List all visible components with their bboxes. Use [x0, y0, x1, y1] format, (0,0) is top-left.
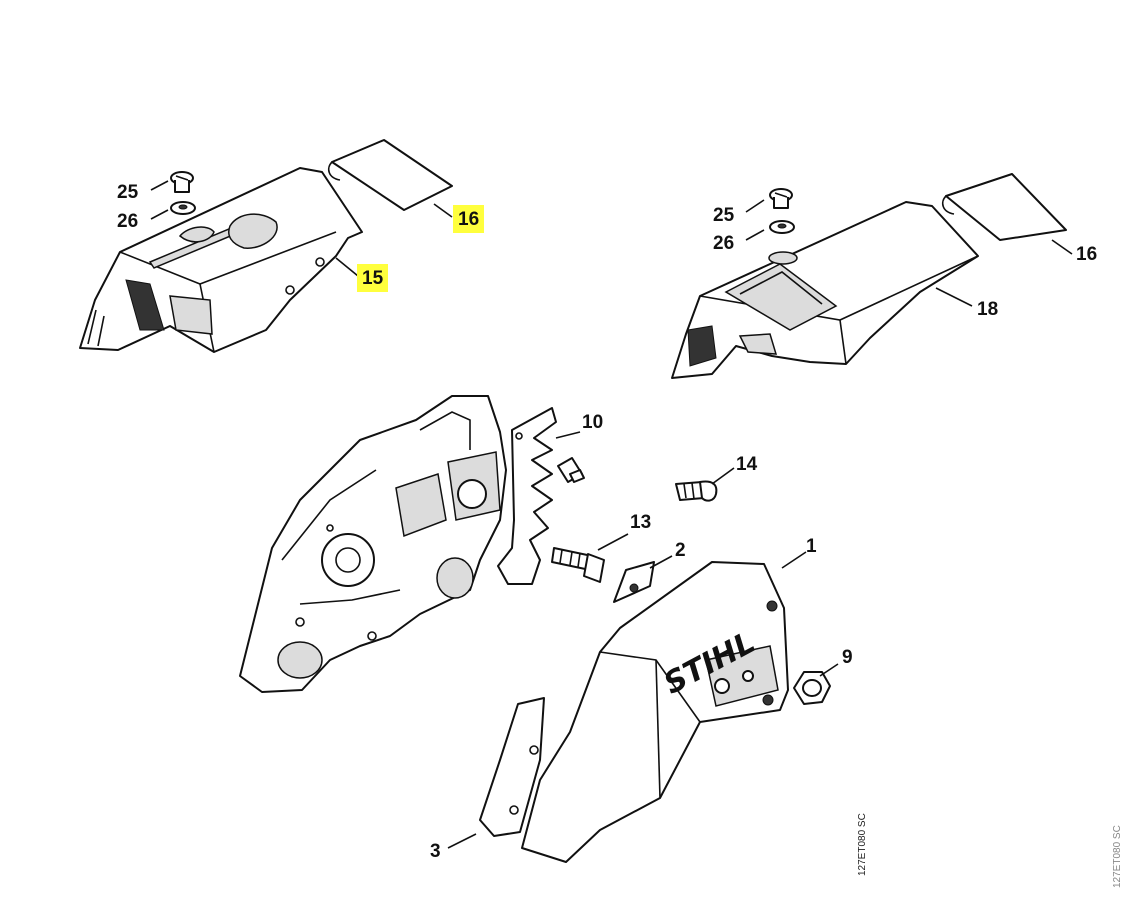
callout-10: 10	[582, 412, 604, 433]
callout-26-left: 26	[117, 211, 139, 232]
drawing-code-faint: 127ET080 SC	[1112, 825, 1123, 888]
callout-3: 3	[430, 841, 441, 862]
callout-14: 14	[736, 454, 758, 475]
callout-15: 15	[357, 264, 389, 292]
callout-25-left: 25	[117, 182, 139, 203]
callout-16-right: 16	[1076, 244, 1098, 265]
screw-14-drawing	[675, 480, 718, 502]
screw-25-left-drawing	[170, 171, 194, 193]
plate-16-left-drawing	[327, 139, 453, 211]
bumper-strip-3-drawing	[479, 697, 545, 837]
callout-16-left: 16	[453, 205, 485, 233]
screw-25-right-drawing	[769, 188, 793, 209]
callout-13: 13	[630, 512, 652, 533]
washer-26-right-drawing	[769, 220, 795, 234]
stud-13-drawing	[551, 547, 605, 583]
callout-9: 9	[842, 647, 853, 668]
crankcase-drawing	[239, 395, 507, 693]
sprocket-cover-1-drawing: STIHL	[521, 561, 789, 863]
callout-18: 18	[977, 299, 999, 320]
plate-16-right-drawing	[941, 173, 1067, 241]
callout-25-right: 25	[713, 205, 735, 226]
drawing-code: 127ET080 SC	[857, 813, 868, 876]
callout-26-right: 26	[713, 233, 735, 254]
shroud-18-drawing	[671, 201, 979, 379]
nut-9-drawing	[793, 671, 831, 705]
callout-2: 2	[675, 540, 686, 561]
chain-catcher-10-drawing	[497, 407, 557, 585]
slider-2-drawing	[613, 561, 655, 603]
leader-lines	[150, 180, 1073, 849]
washer-26-left-drawing	[170, 201, 196, 215]
screw-catcher-drawing	[557, 457, 585, 483]
callout-1: 1	[806, 536, 817, 557]
shroud-15-drawing	[79, 167, 363, 353]
